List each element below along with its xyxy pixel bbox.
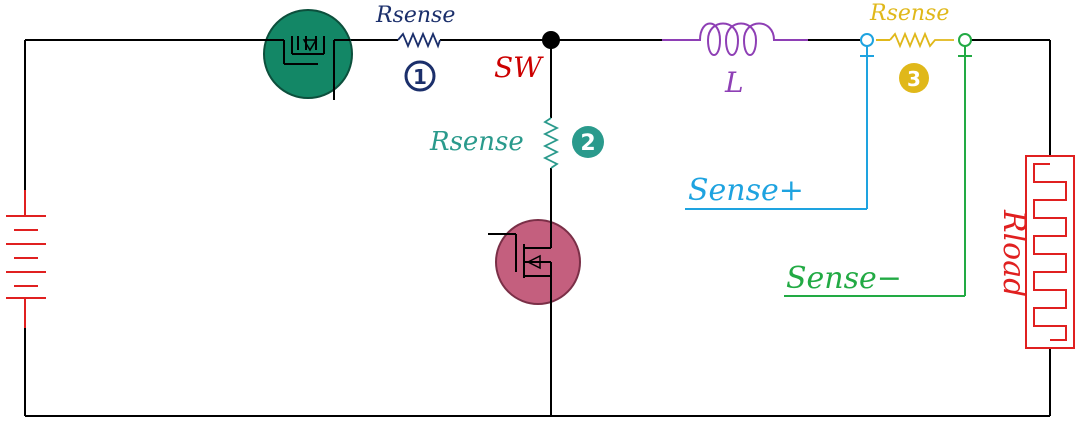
marker-2: 2	[580, 131, 595, 156]
rload-label: Rload	[996, 209, 1031, 297]
sense-minus-wire	[784, 33, 972, 297]
marker-3-circle	[899, 63, 929, 93]
sense-minus-label: Sense−	[786, 261, 902, 296]
marker-2-circle	[572, 126, 604, 158]
marker-1-circle	[404, 60, 436, 92]
rsense-1: Rsense 1	[375, 3, 455, 92]
marker-1: 1	[413, 65, 427, 89]
wires	[24, 39, 1051, 417]
inductor-label: L	[724, 66, 744, 99]
sense-plus-wire	[685, 33, 874, 210]
sense-plus-label: Sense+	[688, 173, 804, 208]
rsense-3-label: Rsense	[869, 1, 949, 26]
rsense-2-label: Rsense	[429, 127, 524, 157]
rsense-2: Rsense 2	[429, 117, 604, 169]
high-side-mosfet-icon	[262, 9, 353, 100]
battery-icon	[6, 190, 46, 328]
inductor-icon: L	[662, 22, 808, 99]
rload-icon	[1025, 155, 1075, 349]
low-side-mosfet-icon	[488, 214, 581, 312]
rsense-3: Rsense 3	[869, 1, 954, 93]
rsense-1-label: Rsense	[375, 3, 455, 28]
sw-node-dot	[542, 31, 560, 49]
marker-3: 3	[907, 67, 921, 91]
sw-label: SW	[494, 51, 544, 84]
